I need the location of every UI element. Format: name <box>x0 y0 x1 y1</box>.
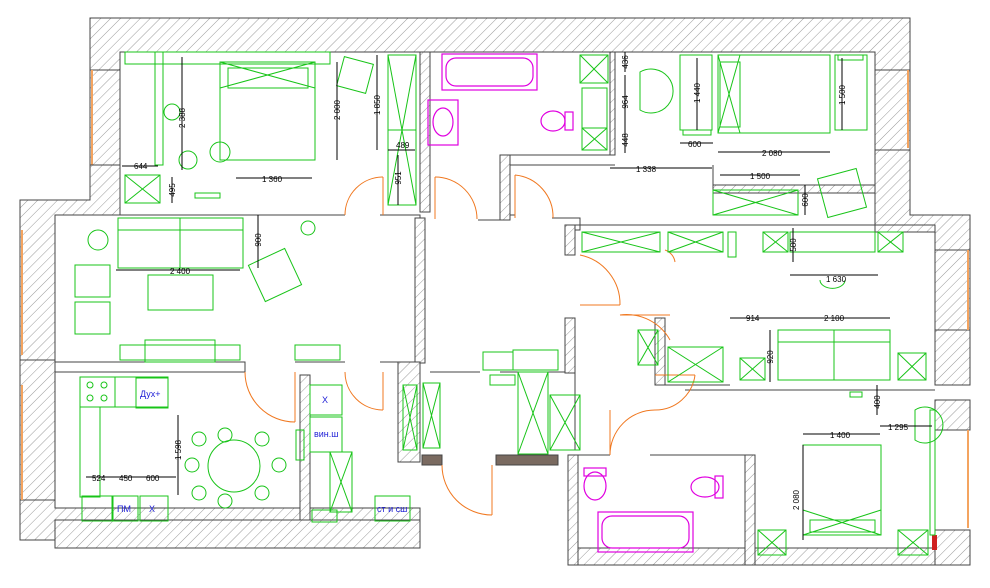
wall-top <box>89 17 911 71</box>
dimension-lines <box>86 52 932 540</box>
dim-living-sofa-depth: 900 <box>254 233 263 247</box>
wall-bottom-left2 <box>54 519 421 549</box>
wall-right-upper <box>874 69 911 151</box>
dim-bedroom-left-width: 644 <box>134 162 148 171</box>
dim-top-bed-length: 1 440 <box>693 82 702 103</box>
appliance-labels: Дух+ X вин.ш ПМ X ст и сш <box>117 389 407 514</box>
bathtub-top <box>441 53 538 91</box>
columns <box>421 454 559 466</box>
double-bed-bottom <box>802 444 882 536</box>
label-dishwasher: ПМ <box>117 504 131 514</box>
dim-bedroom-chair-offset: 2 388 <box>178 107 187 128</box>
doors <box>244 174 696 516</box>
windows <box>21 70 969 528</box>
dim-bottom-bed-width: 1 400 <box>830 431 851 440</box>
wall-right-mid <box>934 249 971 331</box>
dim-kitchen-c: 600 <box>146 474 160 483</box>
dim-top-room-gap: 1 338 <box>636 165 657 174</box>
dim-bath-top-a: 436 <box>621 55 630 69</box>
label-wine: вин.ш <box>314 429 339 439</box>
dim-right-sofa-gap: 914 <box>746 314 760 323</box>
dim-right-sofa-depth: 920 <box>766 350 775 364</box>
wall-left-upper <box>89 69 121 166</box>
wall-right-step <box>874 149 971 251</box>
dimension-labels: 2 388 2 000 1 850 644 495 1 360 489 951 … <box>92 55 909 510</box>
plumbing <box>427 53 724 553</box>
dim-right-bottom-depth: 400 <box>873 395 882 409</box>
dim-bath-top-b: 964 <box>621 95 630 109</box>
label-oven: Дух+ <box>140 389 161 399</box>
dim-bedroom-bed-length: 2 000 <box>333 99 342 120</box>
label-washer-dryer: ст и сш <box>377 504 407 514</box>
dim-right-top-width: 1 630 <box>826 275 847 284</box>
dim-bedroom-left-depth: 495 <box>168 183 177 197</box>
dim-right-sofa-width: 2 100 <box>824 314 845 323</box>
double-bed-left <box>219 61 316 161</box>
dim-bedroom-door-side: 951 <box>394 171 403 185</box>
dim-top-bed-width: 2 080 <box>762 149 783 158</box>
dim-kitchen-depth: 1 598 <box>174 439 183 460</box>
toilet-bottom-1 <box>583 471 607 501</box>
dim-bottom-bed-length: 2 080 <box>792 489 801 510</box>
double-bed-right <box>717 54 831 134</box>
dim-kitchen-b: 450 <box>119 474 133 483</box>
furniture <box>74 51 944 556</box>
wall-left-lower <box>19 359 56 521</box>
dim-bedroom-door-gap: 489 <box>396 141 410 150</box>
bathtub-bottom <box>597 511 694 553</box>
dim-top-desk-width: 1 500 <box>750 172 771 181</box>
dim-bedroom-wardrobe: 1 850 <box>373 94 382 115</box>
label-cabinet-x2: X <box>149 504 155 514</box>
wall-left-step <box>19 164 121 361</box>
dim-top-desk-depth: 600 <box>801 193 810 207</box>
wall-right-mid2 <box>934 329 971 386</box>
dim-top-bed-side: 1 500 <box>838 84 847 105</box>
wall-right-bottom <box>934 529 971 566</box>
dim-bedroom-bed-width: 1 360 <box>262 175 283 184</box>
dim-bottom-chair: 1 295 <box>888 423 909 432</box>
dim-kitchen-a: 524 <box>92 474 106 483</box>
dim-bath-top-c: 448 <box>621 133 630 147</box>
toilet-top <box>540 110 566 132</box>
wall-blocks <box>299 51 876 566</box>
sink-top <box>427 99 459 146</box>
dim-living-sofa-width: 2 400 <box>170 267 191 276</box>
dim-top-nightstand: 600 <box>688 140 702 149</box>
toilet-bottom-2 <box>690 476 720 498</box>
dim-right-top-depth: 580 <box>789 238 798 252</box>
label-cabinet-x1: X <box>322 395 328 405</box>
marker <box>932 535 937 550</box>
